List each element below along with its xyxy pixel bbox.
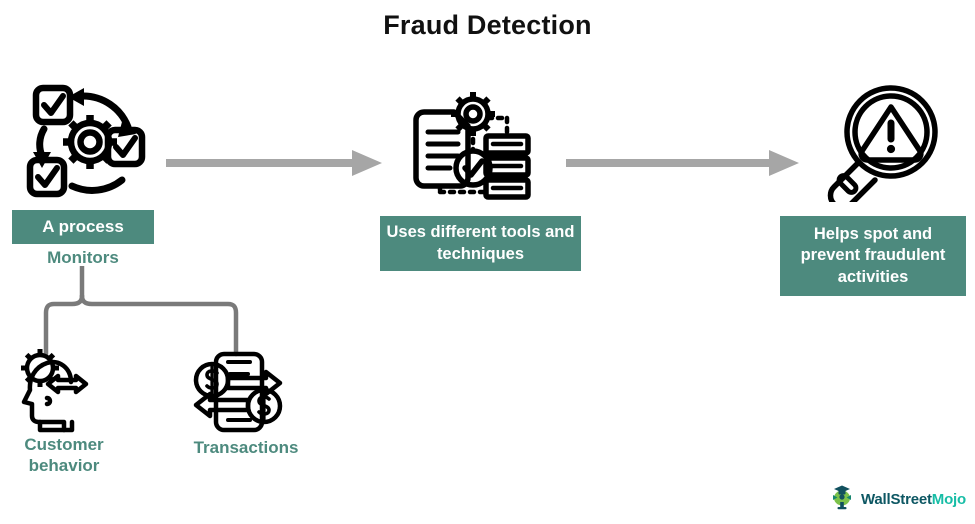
magnifier-alert-icon	[812, 82, 946, 211]
head-gear-icon	[14, 346, 110, 443]
page-title: Fraud Detection	[383, 10, 592, 40]
step-2-box-label: Uses different tools and techniques	[380, 216, 581, 271]
branch-1-label: Customer behavior	[24, 435, 104, 475]
flow-arrow-1	[166, 150, 382, 176]
money-exchange-icon	[192, 348, 284, 441]
flow-arrow-2	[566, 150, 799, 176]
logo-text-accent: Mojo	[931, 491, 966, 508]
wallstreetmojo-logo[interactable]: WallStreetMojo	[830, 484, 966, 515]
tools-document-gear-icon	[402, 92, 532, 209]
process-cycle-icon	[22, 82, 162, 205]
logo-text-primary: WallStreet	[861, 491, 932, 508]
step-1-box-label: A process	[12, 210, 154, 244]
wallstreetmojo-mascot-icon	[830, 484, 854, 515]
logo-text: WallStreetMojo	[861, 491, 966, 508]
branch-2-label: Transactions	[193, 438, 299, 457]
branch-connector-brace	[30, 263, 260, 363]
step-1-sub-label: Monitors	[47, 248, 119, 267]
step-3-box-label: Helps spot and prevent fraudulent activi…	[780, 216, 966, 296]
